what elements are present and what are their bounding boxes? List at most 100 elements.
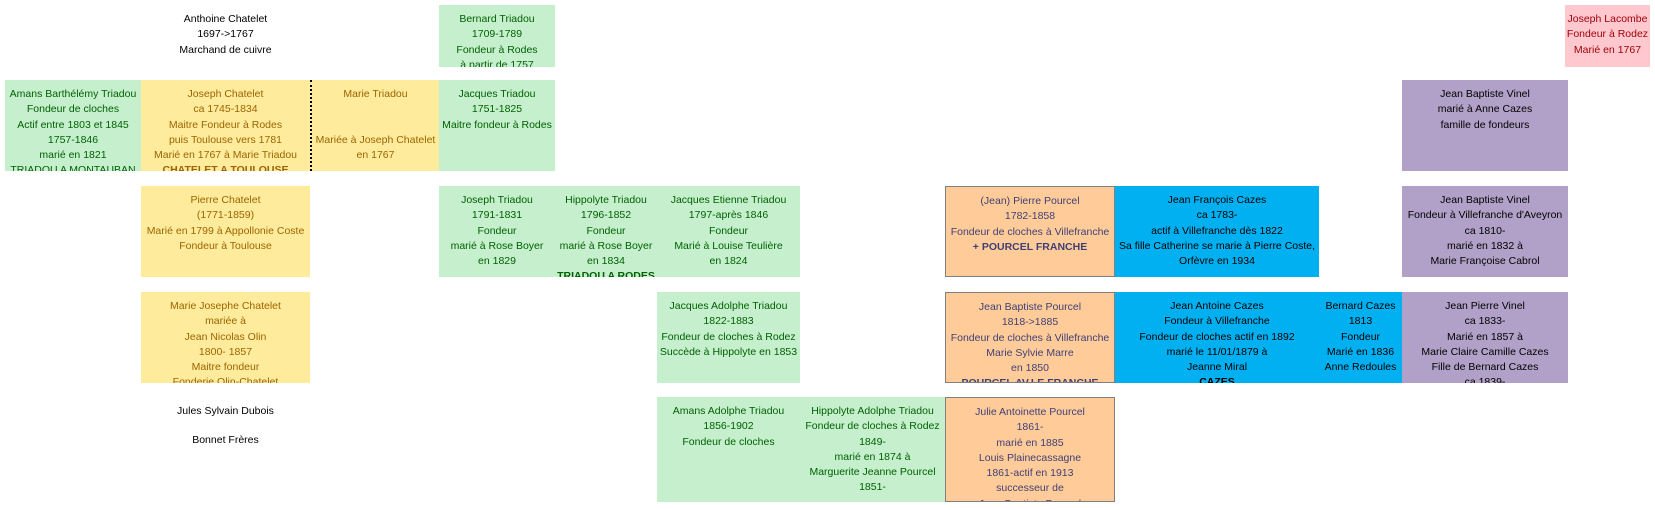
cell-line: Marguerite Jeanne Pourcel	[809, 466, 936, 479]
cell-line: Anne Redoules	[1324, 361, 1397, 374]
cell-line: Joseph Lacombe	[1567, 13, 1648, 25]
cell-line: marié en 1832 à	[1447, 239, 1523, 252]
cell-line: Orfèvre en 1934	[1179, 255, 1255, 268]
cell-line: Joseph Triadou	[461, 194, 533, 206]
foundry-label: POURCEL AV.LE FRANCHE	[946, 376, 1114, 382]
cell-line: Fondeur de cloches à Rodez	[661, 330, 796, 343]
cell-line: Marié à Louise Teulière	[674, 239, 783, 252]
cell-line: Maitre fondeur à Rodes	[442, 118, 552, 131]
cell-line: Marié en 1799 à Appollonie Coste	[146, 224, 305, 237]
cell-line: ca 1783-	[1196, 209, 1238, 222]
cell-line: Succède à Hippolyte en 1853	[659, 345, 798, 358]
cell-line: Marie Claire Camille Cazes	[1421, 345, 1549, 358]
cell-line: (1771-1859)	[196, 209, 255, 222]
cell-line: Fondeur	[477, 224, 517, 237]
cell-line: Marie Françoise Cabrol	[1430, 255, 1540, 268]
cell-line: Marié en 1767 à Marie Triadou	[154, 149, 297, 162]
cell-line: Jacques Adolphe Triadou	[669, 300, 788, 312]
cell-line: actif à Villefranche dès 1822	[1151, 224, 1283, 237]
cell-line: Marie Sylvie Marre	[986, 346, 1074, 359]
cell-line: Fondeur à Rodez	[1566, 28, 1649, 41]
cell-line: Actif entre 1803 et 1845	[17, 118, 129, 131]
foundry-label: + POURCEL FRANCHE	[972, 240, 1088, 253]
cell-line: Bonnet Frères	[192, 434, 259, 447]
cell-line: 1709-1789	[471, 28, 523, 41]
foundry-label: CHATELET A TOULOUSE	[162, 164, 289, 171]
cell-line: Julie Antoinette Pourcel	[975, 406, 1085, 418]
cell-line: marié à Rose Boyer	[559, 239, 653, 252]
cell-line: Jules Sylvain Dubois	[177, 405, 274, 417]
cell-line: Fondeur de cloches actif en 1892	[1139, 330, 1295, 343]
person-cell-cazes-jf[interactable]: Jean François Cazes ca 1783- actif à Ville…	[1115, 186, 1319, 277]
cell-line: Pierre Chatelet	[190, 194, 261, 206]
cell-line: marié en 1885	[996, 436, 1064, 449]
cell-line: Fondeur de cloches à Rodez	[805, 420, 940, 433]
cell-line: 1849-	[859, 435, 886, 448]
cell-line: famille de fondeurs	[1440, 118, 1530, 131]
cell-line: 1800- 1857	[198, 345, 253, 358]
cell-line: Fonderie Olin-Chatelet	[172, 376, 279, 383]
cell-line: mariée à	[205, 315, 246, 328]
cell-line: 1822-1883	[703, 315, 754, 328]
cell-line: Jeanne Miral	[1186, 361, 1248, 374]
cell-line: Fondeur de cloches	[682, 435, 775, 448]
cell-line: Anthoine Chatelet	[183, 13, 268, 25]
cell-line: ca 1810-	[1464, 224, 1506, 237]
cell-line: Fondeur de cloches	[26, 103, 120, 116]
cell-line: ca 1745-1834	[193, 103, 258, 116]
cell-line: Jean Baptiste Vinel	[1440, 88, 1530, 100]
cell-line: Bernard Triadou	[459, 13, 535, 25]
cell-line: marié en 1874 à	[834, 450, 911, 463]
person-cell-pierre-c[interactable]: Pierre Chatelet (1771-1859) Marié en 1799 …	[141, 186, 310, 277]
cell-line	[312, 118, 439, 133]
cell-line: Louis Plainecassagne	[978, 451, 1082, 464]
cell-line: marié à Rose Boyer	[450, 239, 544, 252]
cell-line: Fondeur à Villefranche	[1164, 315, 1270, 328]
cell-line: en 1829	[478, 255, 516, 268]
cell-line: Marié en 1767	[1573, 43, 1642, 56]
cell-line: successeur de	[996, 482, 1064, 495]
cell-line: Fondeur à Villefranche d'Aveyron	[1407, 209, 1563, 222]
cell-line: Jean Nicolas Olin	[184, 330, 267, 343]
cell-line: Fondeur à Toulouse	[179, 239, 272, 252]
cell-line	[312, 102, 439, 117]
cell-line: Jean Pierre Vinel	[1445, 300, 1525, 312]
cell-line: Marié en 1857 à	[1447, 330, 1523, 343]
cell-line: en 1767	[356, 149, 395, 162]
cell-line: 1796-1852	[580, 209, 632, 222]
cell-line: Jean Baptiste Pourcel	[946, 497, 1114, 501]
cell-line: Hippolyte Adolphe Triadou	[811, 405, 934, 417]
cell-line: Jean Baptiste Pourcel	[978, 301, 1082, 313]
cell-line: Marié en 1836	[1326, 345, 1395, 358]
cell-line: 1856-1902	[703, 420, 754, 433]
cell-line: Amans Barthélémy Triadou	[9, 88, 137, 100]
cell-line: Amans Adolphe Triadou	[672, 405, 785, 417]
cell-line: Jean François Cazes	[1167, 194, 1267, 206]
cell-line: ca 1839-	[1464, 376, 1506, 383]
cell-line: Maitre fondeur	[191, 361, 260, 374]
cell-line: Hippolyte Triadou	[565, 194, 647, 206]
